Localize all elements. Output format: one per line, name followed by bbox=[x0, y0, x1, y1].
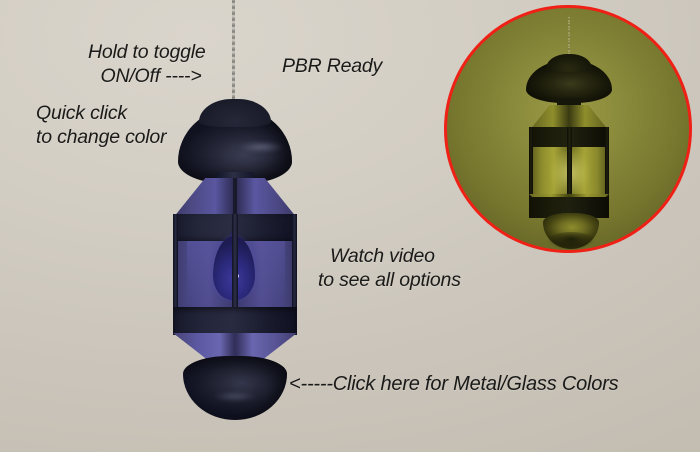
finial-highlight bbox=[213, 392, 257, 401]
inset-lantern-cap-tip bbox=[546, 54, 592, 72]
inset-corner-post-center bbox=[567, 127, 572, 217]
lantern-body[interactable] bbox=[173, 178, 297, 360]
annotation-quick-click: Quick click to change color bbox=[36, 102, 167, 150]
lantern-corner-post-right bbox=[292, 214, 297, 334]
inset-lower-metal-band bbox=[529, 197, 609, 218]
annotation-pbr-ready: PBR Ready bbox=[282, 55, 383, 77]
lantern-corner-post-left bbox=[173, 214, 178, 334]
lit-lantern-inset-circle bbox=[444, 5, 692, 253]
hanging-chain bbox=[232, 0, 235, 107]
annotation-hold-to-toggle: Hold to toggle ON/Off ----> bbox=[88, 41, 206, 89]
annotation-watch-video: Watch video to see all options bbox=[318, 245, 461, 293]
inset-hanging-chain bbox=[568, 17, 570, 65]
annotation-hold-to-toggle-line1: Hold to toggle bbox=[88, 41, 206, 63]
annotation-hold-to-toggle-line2: ON/Off ----> bbox=[100, 64, 202, 87]
cap-highlight bbox=[238, 142, 284, 152]
annotation-click-here-colors: <-----Click here for Metal/Glass Colors bbox=[289, 373, 619, 395]
annotation-quick-click-line2: to change color bbox=[36, 125, 167, 148]
inset-lantern-neck bbox=[557, 98, 581, 108]
lantern-cap-tip bbox=[199, 99, 271, 127]
lantern-lower-metal-band[interactable] bbox=[173, 307, 297, 335]
annotation-quick-click-line1: Quick click bbox=[36, 102, 127, 124]
inset-corner-post-left bbox=[529, 127, 533, 217]
lantern-corner-post-center bbox=[232, 214, 238, 334]
lantern-upper-shoulder-post bbox=[233, 178, 237, 218]
annotation-watch-video-line1: Watch video bbox=[330, 245, 435, 267]
lantern-bottom-finial[interactable] bbox=[183, 356, 287, 420]
annotation-watch-video-line2: to see all options bbox=[318, 268, 461, 291]
lantern-3d-model[interactable] bbox=[155, 99, 315, 420]
inset-finial-shadow bbox=[547, 232, 595, 250]
inset-corner-post-right bbox=[605, 127, 609, 217]
